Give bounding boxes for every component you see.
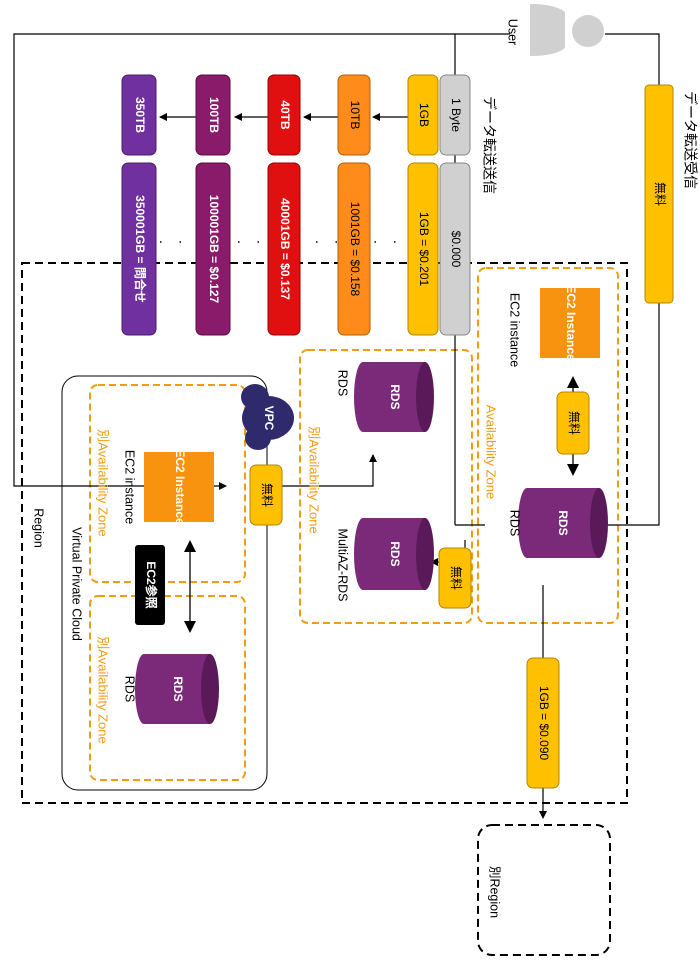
- vpc-ec2-box-text: EC2 Instance: [173, 449, 187, 525]
- vpc-boundary: [61, 375, 268, 791]
- vpc-link-line: [266, 454, 377, 487]
- tier-5-price: 100001GB = $0.127: [207, 195, 221, 304]
- inbound-price-pill: [644, 84, 674, 304]
- vpc-rds-label: RDS: [123, 676, 137, 702]
- other-region-boundary: [477, 824, 611, 956]
- az-main-price-pill: [556, 391, 590, 455]
- az-main-ec2-box-text: EC2 Instance: [564, 285, 578, 361]
- other-region-label: 別Region: [488, 866, 502, 918]
- az-main-price: 無料: [567, 411, 582, 435]
- vpc-label: Virtual Private Cloud: [70, 527, 84, 641]
- tier-1-price-pill: [439, 162, 471, 336]
- vpc-az-right-boundary: [89, 595, 246, 781]
- vpc-az-left-label: 別Availability Zone: [96, 429, 111, 536]
- tier-1-size-pill: [439, 74, 471, 156]
- tier-6-size-pill: [121, 74, 157, 156]
- vpc-badge: VPC: [262, 406, 276, 431]
- vpc-ref-label: EC2参照: [144, 561, 159, 608]
- az-main-db-text: RDS: [556, 510, 570, 535]
- user-icon: [530, 4, 604, 56]
- multi-az-rds-right-label: MultiAZ-RDS: [336, 529, 350, 602]
- tier-4-price: 40001GB = $0.137: [278, 198, 292, 300]
- vpc-ref-badge: [135, 545, 165, 625]
- tier-5-size-pill: [195, 74, 231, 156]
- tier-2-size-pill: [407, 74, 439, 156]
- multi-az-db-left-icon: [354, 362, 434, 432]
- multi-az-rds-left-label: RDS: [336, 370, 350, 396]
- user-label: User: [506, 19, 520, 45]
- other-region-price-pill: [526, 657, 560, 789]
- az-main-label: Availability Zone: [484, 405, 499, 499]
- multi-az-boundary: [299, 349, 473, 624]
- tier-5-size: 100TB: [207, 97, 221, 133]
- outbound-title: データ転送送信: [481, 96, 497, 194]
- other-region-price: 1GB = $0.090: [537, 686, 551, 761]
- inbound-price: 無料: [653, 182, 668, 206]
- vpc-az-left-boundary: [89, 384, 246, 583]
- multi-az-db-right-text: RDS: [388, 541, 402, 566]
- tier-4-price-pill: [267, 162, 301, 336]
- vpc-price-pill: [249, 464, 283, 526]
- region-label: Region: [32, 508, 46, 548]
- tier-1-size: 1 Byte: [449, 98, 463, 132]
- tier-3-size-pill: [337, 74, 371, 156]
- tier-6-price: 350001GB = 問合せ: [133, 195, 148, 303]
- vpc-ref-arrow-up: [184, 540, 196, 552]
- az-main-boundary: [477, 267, 619, 624]
- az-main-arrow-down: [567, 464, 579, 476]
- tier-2-price-pill: [407, 162, 439, 336]
- tier-2-price: 1GB = $0.201: [417, 212, 431, 287]
- region-boundary: [21, 262, 628, 804]
- tier-1-price: $0.000: [449, 231, 463, 268]
- vpc-ec2-box: [144, 452, 214, 522]
- multi-az-price: 無料: [449, 566, 464, 590]
- az-main-rds-label: RDS: [508, 510, 522, 536]
- vpc-price: 無料: [260, 483, 275, 507]
- az-main-db-icon: [518, 488, 608, 558]
- multi-az-label: 別Availability Zone: [307, 426, 322, 533]
- tier-4-size: 40TB: [278, 100, 292, 130]
- vpc-cloud-icon: [241, 384, 294, 450]
- tier-5-price-pill: [195, 162, 231, 336]
- outbound-line: [13, 33, 510, 490]
- vpc-ec2-label: EC2 instance: [123, 450, 137, 524]
- tier-4-size-pill: [267, 74, 301, 156]
- tier-6-price-pill: [121, 162, 157, 336]
- inbound-title: データ転送受信: [682, 91, 698, 189]
- tier-2-size: 1GB: [417, 103, 431, 127]
- multi-az-db-left-text: RDS: [388, 384, 402, 409]
- az-main-ec2-label: EC2 instance: [508, 293, 522, 367]
- tier-6-size: 350TB: [133, 97, 147, 133]
- multi-az-price-pill: [438, 547, 472, 609]
- tier-3-price: 1001GB = $0.158: [348, 202, 362, 297]
- vpc-db-icon: [135, 654, 219, 724]
- vpc-ref-arrow-down: [184, 621, 196, 633]
- vpc-db-text: RDS: [171, 676, 185, 701]
- multi-az-db-right-icon: [354, 518, 434, 590]
- vpc-az-right-label: 別Availability Zone: [96, 636, 111, 743]
- az-main-arrow-up: [567, 376, 579, 388]
- tier-3-price-pill: [337, 162, 371, 336]
- az-main-ec2-box: [540, 288, 600, 358]
- tier-3-size: 10TB: [348, 101, 362, 130]
